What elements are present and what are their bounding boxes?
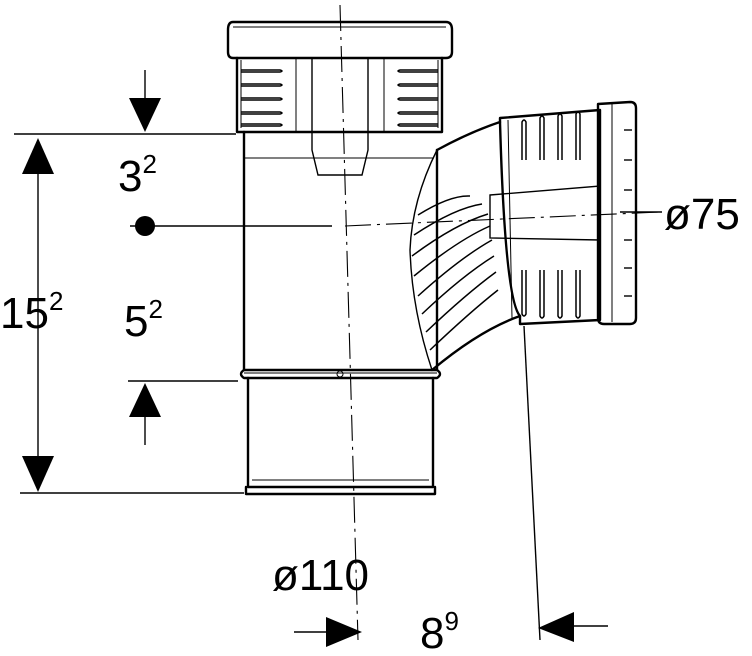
branch-socket-cap (596, 100, 638, 326)
branch-pipe (409, 100, 638, 372)
arrow-right-bottom (326, 617, 362, 647)
branch-ribs-top (521, 111, 581, 160)
total-height-label: 152 (0, 286, 63, 338)
center-lines (130, 4, 662, 641)
main-pipe (226, 20, 454, 496)
branch-diameter-label: ø75 (664, 190, 740, 239)
branch-lug (489, 185, 601, 241)
branch-inner-wall (409, 149, 438, 371)
main-diameter-label: ø110 (272, 551, 369, 600)
spigot-rim (244, 485, 437, 496)
branch-lower-wall (430, 314, 522, 372)
arrow-down-total (22, 456, 54, 492)
arrow-up-total (22, 138, 54, 174)
main-axis (339, 4, 359, 641)
arrow-down-upper (129, 98, 161, 132)
arrow-left-bottom (538, 612, 574, 642)
reference-point (135, 216, 155, 236)
branch-offset-label: 89 (420, 606, 459, 656)
branch-axis (344, 211, 661, 227)
bead-ring (239, 368, 442, 380)
top-socket-cap (226, 20, 454, 60)
branch-transition-ribs (411, 195, 499, 351)
socket-ribs-left (241, 69, 283, 127)
spigot-end (246, 376, 435, 489)
socket-lug (311, 58, 369, 176)
dimension-labels: 32 152 52 ø110 ø75 89 (0, 149, 740, 656)
branch-ribs-bottom (521, 270, 581, 319)
socket-ribs-right (397, 69, 438, 127)
branch-cap-notches (624, 129, 632, 297)
top-socket-body (235, 56, 444, 134)
lower-offset-label: 52 (124, 294, 163, 346)
upper-offset-label: 32 (118, 149, 157, 201)
arrow-up-lower (129, 383, 161, 417)
main-pipe-body (242, 130, 439, 372)
branch-upper-wall (435, 120, 502, 152)
dimension-lines (14, 70, 608, 647)
